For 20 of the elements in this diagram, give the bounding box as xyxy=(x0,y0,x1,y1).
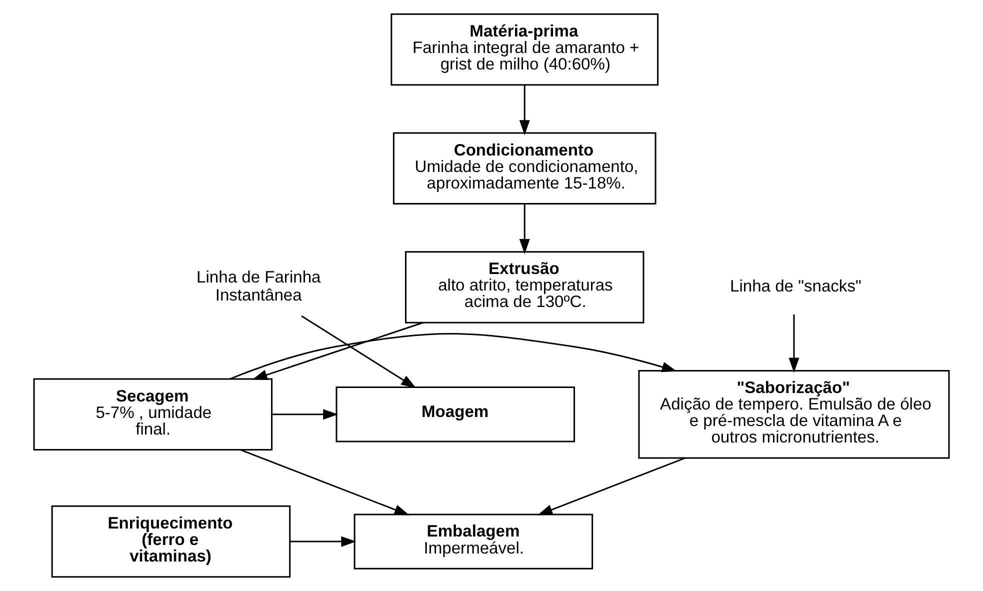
arrow xyxy=(290,536,356,547)
node-box: "Saborização" Adição de tempero. Emulsão de óleo e pré-mescla de vitamina A e outros micronutrientes. xyxy=(638,370,950,459)
node-box: Extrusão alto atrito, temperaturas acima de 130ºC. xyxy=(404,251,644,324)
arrow xyxy=(252,322,424,380)
node-box: Embalagem Impermeável. xyxy=(354,514,594,570)
arrow xyxy=(230,333,677,380)
node-box: Enriquecimento (ferro e vitaminas) xyxy=(51,505,291,578)
arrow xyxy=(519,85,530,136)
node-box: Moagem xyxy=(336,386,576,442)
node-text: Linha de "snacks" xyxy=(730,276,862,296)
node-text: Linha de Farinha Instantânea xyxy=(196,267,321,304)
arrow xyxy=(519,204,530,254)
node-box: Matéria-prima Farinha integral de amaranto + grist de milho (40:60%) xyxy=(390,13,659,86)
node-box: Secagem 5-7% , umidade final. xyxy=(33,378,273,450)
arrow xyxy=(537,457,686,516)
node-box: Condicionamento Umidade de condicionamento, aproximadamente 15-18%. xyxy=(392,132,656,204)
arrow xyxy=(301,315,416,388)
arrow xyxy=(240,449,410,516)
arrow xyxy=(788,314,800,373)
arrow xyxy=(272,409,338,420)
